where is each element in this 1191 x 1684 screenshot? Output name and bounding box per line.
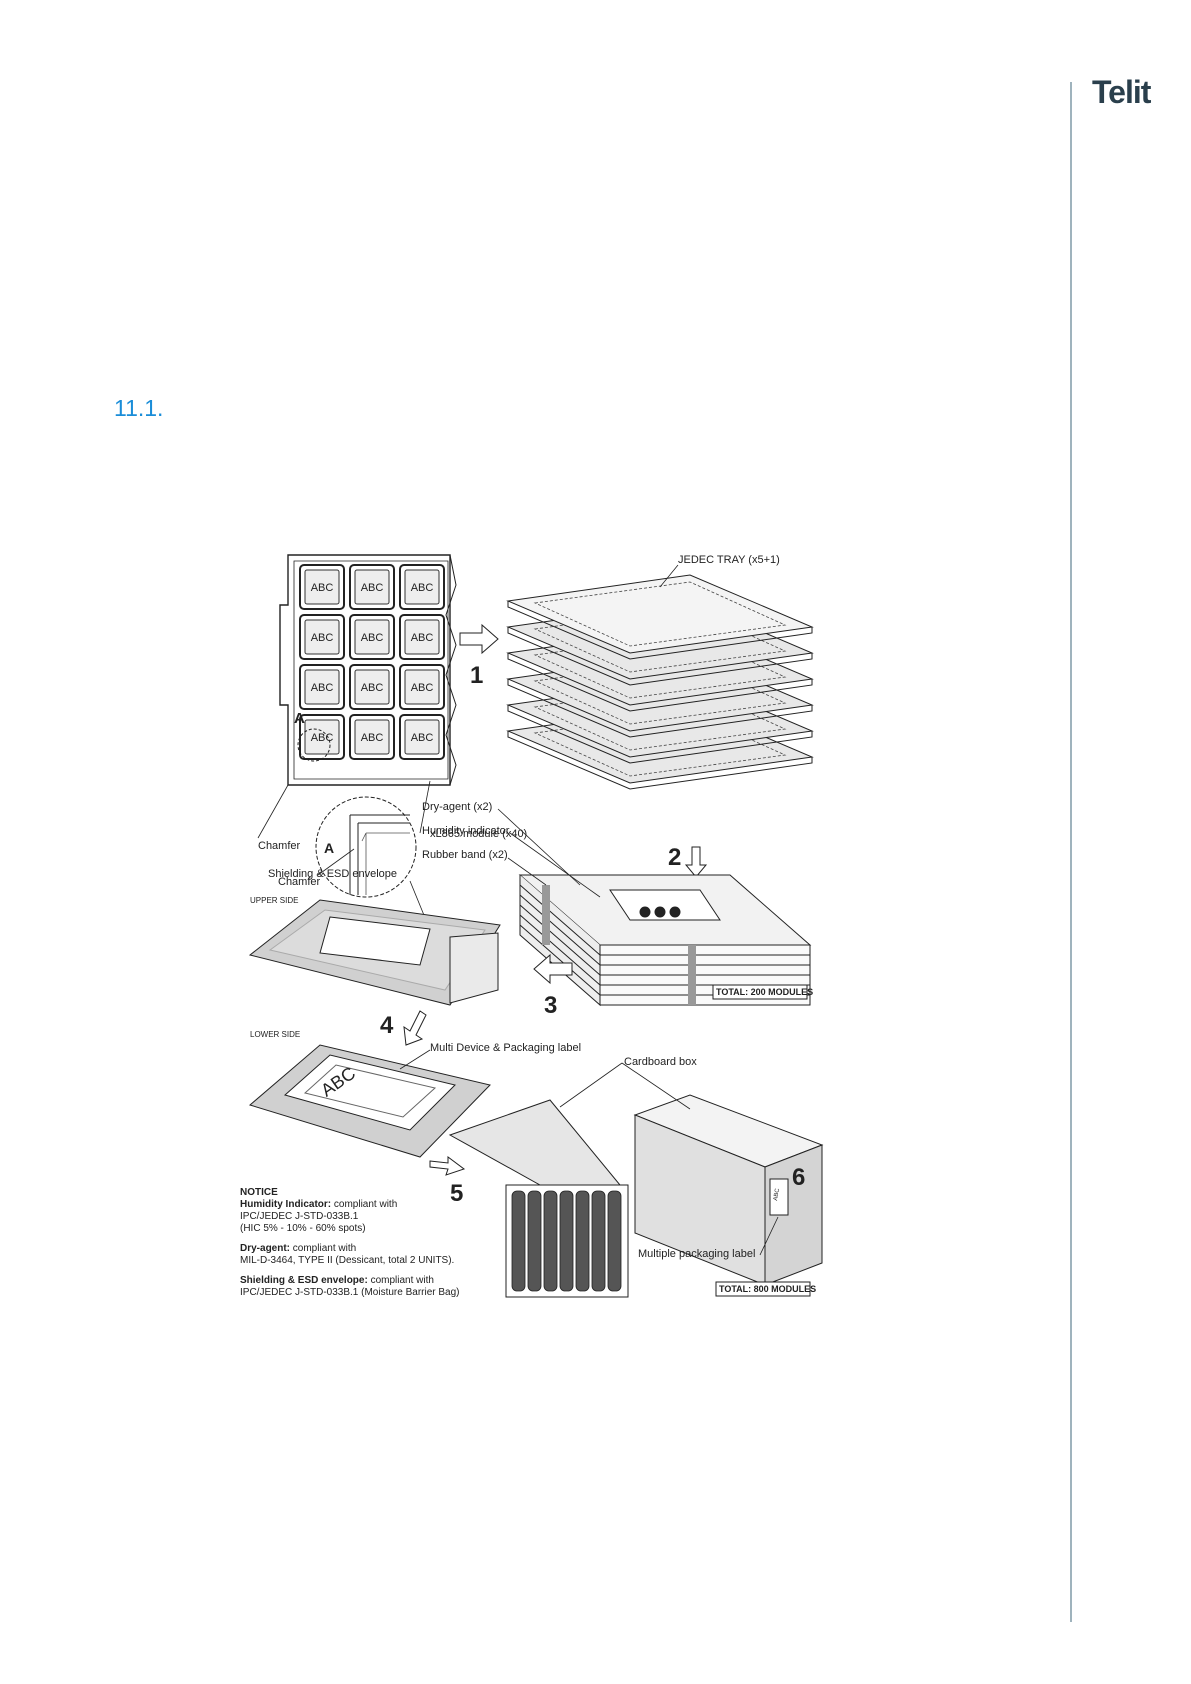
notice-dry-l2: MIL-D-3464, TYPE II (Dessicant, total 2 … [240,1255,454,1266]
packed-bag [591,1190,606,1292]
packaging-figure: ABC ABC ABC ABC ABC ABC ABC ABC ABC ABC ABC ABC A C… [240,545,880,1400]
tray-module-label: ABC [411,632,434,644]
notice-humidity: Humidity Indicator: compliant with [240,1199,397,1210]
multiple-label-label: Multiple packaging label [638,1248,755,1260]
tray-module-label: ABC [311,582,334,594]
tray-module: ABC [399,564,445,610]
packed-bag [511,1190,526,1292]
tray-module: ABC [349,664,395,710]
tray-module-label: ABC [361,732,384,744]
step-4: 4 [380,1012,394,1039]
detail-marker [297,728,331,762]
notice-dry: Dry-agent: compliant with [240,1243,356,1254]
step-1: 1 [470,662,483,689]
rubber-band-label: Rubber band (x2) [422,849,508,861]
notice-block: NOTICE Humidity Indicator: compliant wit… [240,1187,460,1298]
step-5: 5 [450,1180,463,1207]
tray-module-label: ABC [361,682,384,694]
packed-bags [511,1190,622,1292]
detail-letter: A [294,710,305,727]
jedec-tray-stack [506,574,814,790]
tray-module: ABC [399,664,445,710]
chamfer-detail: A Chamfer [278,796,417,898]
box-abc-label: ABC [773,1187,781,1201]
arrow-step-2 [684,846,708,878]
arrow-step-1 [459,623,499,655]
tray-module-label: ABC [411,582,434,594]
tray-module: ABC [299,714,345,760]
dry-agent-label: Dry-agent (x2) [422,801,492,813]
step-2: 2 [668,844,681,871]
jedec-tray [506,574,814,660]
tray-module: ABC [299,614,345,660]
multi-label-label: Multi Device & Packaging label [430,1042,581,1054]
esd-envelope-upper [248,899,501,1006]
jedec-tray-label: JEDEC TRAY (x5+1) [678,554,780,566]
arrow-step-4 [403,1010,427,1046]
cardboard-box-closed [633,1094,824,1286]
step-6: 6 [792,1164,805,1191]
detail-letter-zoom: A [324,840,334,856]
tray-module: ABC [299,664,345,710]
tray-module-label: ABC [311,682,334,694]
step-3: 3 [544,992,557,1019]
packed-bag [607,1190,622,1292]
tray-module: ABC [399,614,445,660]
total-800-box [715,1281,811,1297]
tray-module-label: ABC [311,632,334,644]
upper-side-label: UPPER SIDE [250,896,298,905]
tray-module-label: ABC [361,632,384,644]
shielding-label: Shielding & ESD envelope [268,868,397,880]
tray-module: ABC [349,564,395,610]
section-number: 11.1. [114,395,164,421]
margin-rule [1070,82,1072,1622]
notice-humidity-l3: (HIC 5% - 10% - 60% spots) [240,1223,366,1234]
tray-module: ABC [349,714,395,760]
module-label: xL865 module (x40) [430,828,527,840]
tray-module-label: ABC [361,582,384,594]
tray-module-label: ABC [411,732,434,744]
tray-module: ABC [349,614,395,660]
esd-envelope-lower [248,1044,491,1158]
notice-shield-l2: IPC/JEDEC J-STD-033B.1 (Moisture Barrier… [240,1287,460,1298]
packaging-diagram: ABC ABC ABC ABC ABC ABC ABC ABC ABC ABC ABC ABC A C… [240,554,824,1298]
arrow-step-5 [429,1156,466,1176]
notice-humidity-l2: IPC/JEDEC J-STD-033B.1 [240,1211,359,1222]
tray-module-label: ABC [311,732,334,744]
total-800-label: TOTAL: 800 MODULES [719,1284,816,1294]
chamfer-zoom-label: Chamfer [278,876,321,888]
cardboard-box-open [448,1099,629,1298]
lower-side-label: LOWER SIDE [250,1030,300,1039]
telit-logo: Telit [1092,74,1151,110]
notice-title: NOTICE [240,1187,278,1198]
total-200-label: TOTAL: 200 MODULES [716,987,813,997]
tray-module-label: ABC [411,682,434,694]
tray-detail [279,554,457,786]
arrow-step-3 [533,953,573,985]
cardboard-label: Cardboard box [624,1056,697,1068]
tray-module: ABC [299,564,345,610]
tray-module: ABC [399,714,445,760]
tray-modules: ABC ABC ABC ABC ABC ABC ABC ABC ABC ABC ABC ABC [299,564,445,760]
packed-bag [543,1190,558,1292]
humidity-indicator-label: Humidity indicator [422,825,510,837]
packed-bag [575,1190,590,1292]
packed-bag [527,1190,542,1292]
chamfer-label: Chamfer [258,840,301,852]
total-200-box [712,984,808,1000]
notice-shield: Shielding & ESD envelope: compliant with [240,1275,434,1286]
packed-bag [559,1190,574,1292]
